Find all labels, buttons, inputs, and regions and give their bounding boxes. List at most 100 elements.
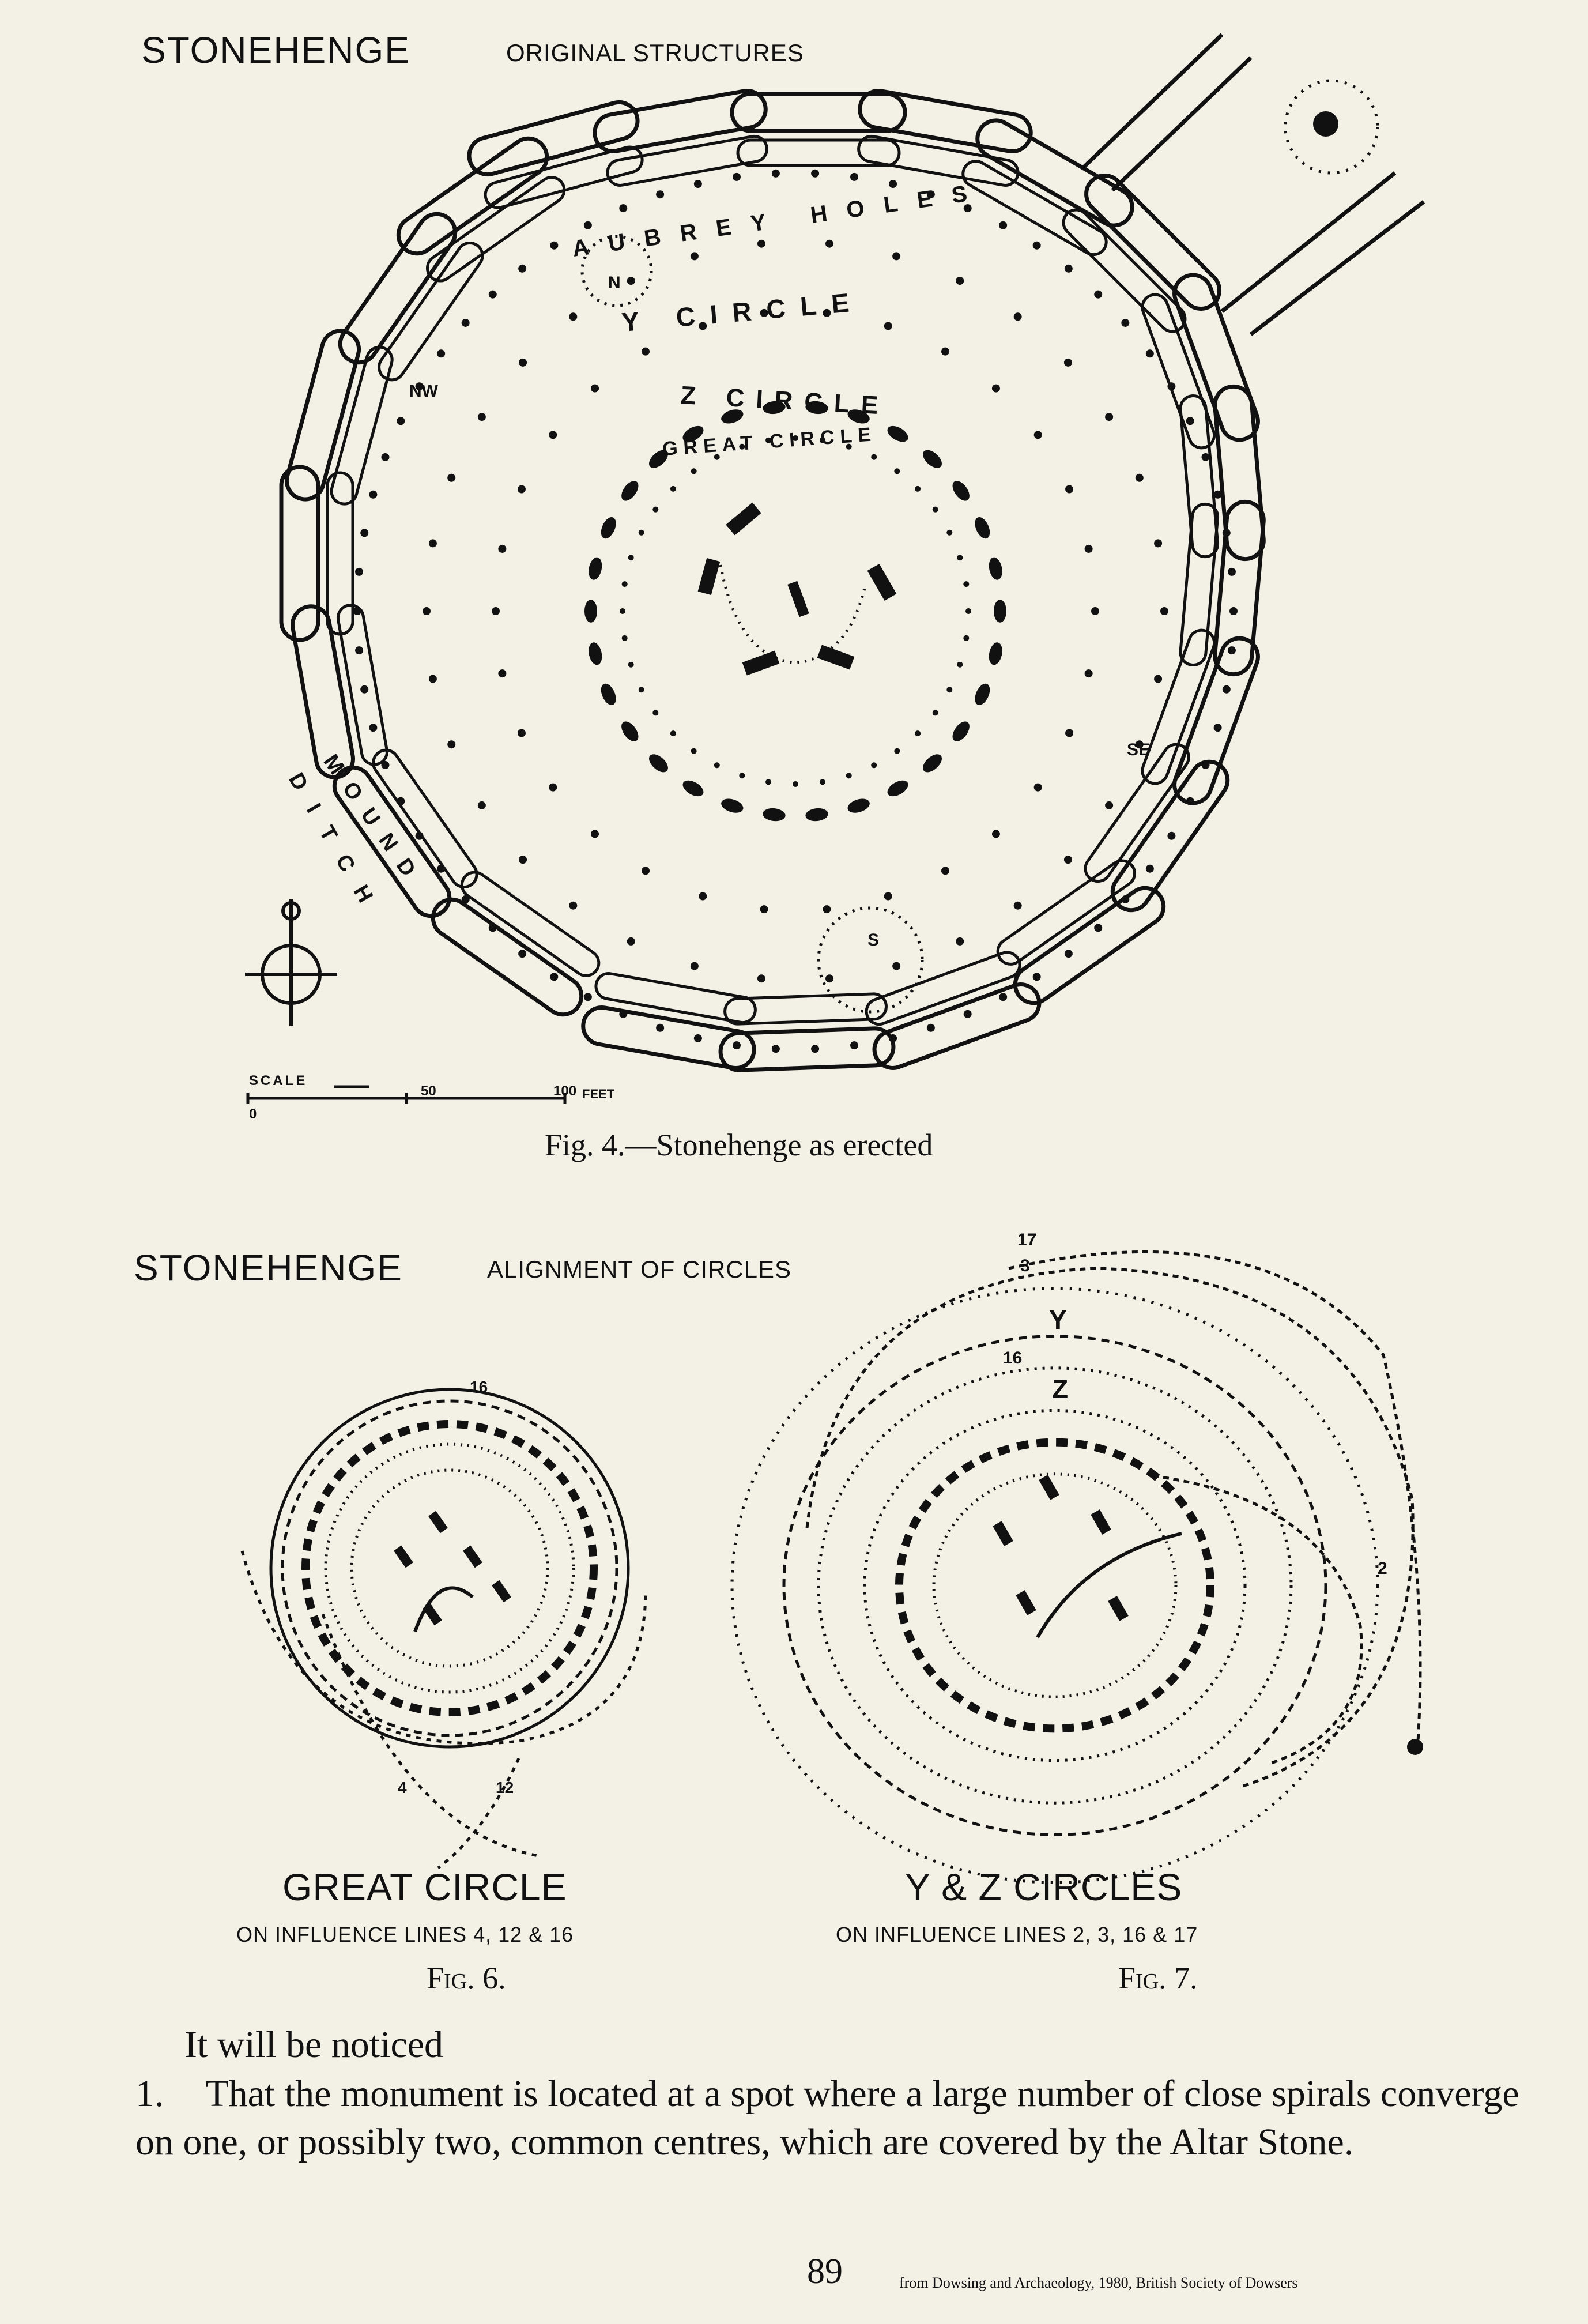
bluestone-circle (946, 529, 953, 536)
aubrey-hole (583, 221, 592, 229)
scale-unit: FEET (582, 1087, 615, 1101)
z-hole (642, 867, 650, 875)
aubrey-hole (850, 172, 859, 181)
great-circle-ring (269, 1388, 630, 1749)
bluestone-circle (628, 555, 634, 561)
aubrey-hole (353, 607, 361, 615)
avenue-line (1082, 33, 1224, 169)
fig7-caption: Fig. 7. (1118, 1961, 1198, 1995)
outer-stone (1179, 502, 1220, 666)
great-circle-stone (601, 517, 616, 539)
fig6-line-label-16: 16 (470, 1378, 488, 1396)
z-hole (498, 669, 507, 678)
bluestone-circle (714, 454, 720, 460)
great-circle-stone (805, 808, 828, 822)
z-hole (1084, 669, 1093, 678)
aubrey-hole (1064, 950, 1073, 958)
trilithon-mark (1091, 1509, 1111, 1535)
fig4-header-title: STONEHENGE (141, 29, 410, 71)
bluestone-circle (670, 730, 676, 737)
great-circle-ring (301, 1420, 598, 1716)
great-circle-stone (923, 754, 942, 773)
aubrey-hole (1094, 924, 1103, 932)
aubrey-hole (355, 567, 364, 576)
great-circle-stone (621, 481, 639, 501)
outer-stone (865, 951, 1021, 1026)
s-label: S (867, 931, 879, 950)
fig7-line-label-2: 2 (1378, 1559, 1387, 1578)
y-z-circle-ring (932, 1472, 1178, 1698)
y-hole (428, 539, 437, 548)
aubrey-hole (811, 1045, 820, 1053)
z-hole (642, 347, 650, 356)
aubrey-hole (369, 490, 378, 499)
fig6-line-label-4: 4 (398, 1779, 407, 1796)
bluestone-circle (691, 748, 697, 754)
fig6-line-label-12: 12 (496, 1779, 514, 1796)
z-hole (1084, 544, 1093, 553)
outer-stone (1141, 293, 1216, 450)
sarsen-stone (975, 118, 1134, 228)
sarsen-stone (431, 897, 584, 1017)
avenue-line (1111, 56, 1253, 192)
body-item-text: That the monument is located at a spot w… (135, 2073, 1519, 2163)
aubrey-hole (369, 724, 378, 732)
great-circle-stone (584, 600, 597, 623)
bluestone-circle (714, 762, 720, 769)
bluestone-circle (621, 581, 628, 587)
aubrey-hole (488, 290, 497, 299)
aubrey-hole (1227, 646, 1236, 655)
z-hole (517, 729, 526, 737)
trilithon (817, 645, 855, 670)
y-hole (690, 252, 699, 261)
aubrey-hole (355, 646, 364, 655)
south-barrow (817, 906, 924, 1014)
outer-stone (1179, 394, 1220, 559)
y-hole (825, 239, 834, 248)
sarsen-stone (718, 1026, 896, 1072)
y-hole (447, 473, 456, 482)
y-hole (1013, 901, 1022, 910)
aubrey-hole (811, 169, 820, 178)
y-hole (519, 856, 527, 864)
trilithon (697, 558, 721, 596)
y-z-circle-ring (895, 1438, 1214, 1733)
aubrey-hole (1227, 567, 1236, 576)
aubrey-hole (999, 993, 1008, 1001)
bluestone-circle (963, 635, 970, 641)
great-circle-stone (952, 721, 970, 741)
y-hole (956, 277, 964, 285)
scale-label: SCALE (249, 1073, 307, 1088)
sarsen-stone (396, 136, 549, 256)
y-hole (477, 801, 486, 809)
avenue-line (1249, 200, 1425, 336)
aubrey-hole (1201, 761, 1210, 770)
z-hole (699, 322, 707, 330)
aubrey-hole (1121, 318, 1130, 327)
y-hole (1105, 413, 1114, 421)
nw-label: NW (409, 382, 439, 401)
great-circle-stone (887, 780, 908, 797)
great-circle-stone (952, 481, 970, 501)
z-hole (591, 830, 599, 838)
trilithon-mark (394, 1545, 413, 1568)
z-hole (884, 892, 892, 901)
aubrey-hole (1145, 864, 1154, 873)
aubrey-hole (1094, 290, 1103, 299)
y-hole (690, 962, 699, 970)
fig7-subtitle: ON INFLUENCE LINES 2, 3, 16 & 17 (836, 1923, 1198, 1946)
z-hole (991, 830, 1000, 838)
aubrey-hole (583, 993, 592, 1001)
sarsen-stone (1213, 499, 1266, 677)
y-hole (447, 740, 456, 749)
aubrey-hole (397, 417, 405, 425)
aubrey-hole (415, 382, 424, 391)
aubrey-hole (415, 831, 424, 840)
outer-stone (330, 345, 394, 506)
great-circle-stone (989, 642, 1002, 665)
aubrey-hole (693, 1034, 702, 1042)
aubrey-hole (437, 864, 446, 873)
great-circle-stone (589, 642, 602, 665)
fig7-line-label-17: 17 (1017, 1230, 1036, 1249)
aubrey-hole (963, 1010, 972, 1018)
